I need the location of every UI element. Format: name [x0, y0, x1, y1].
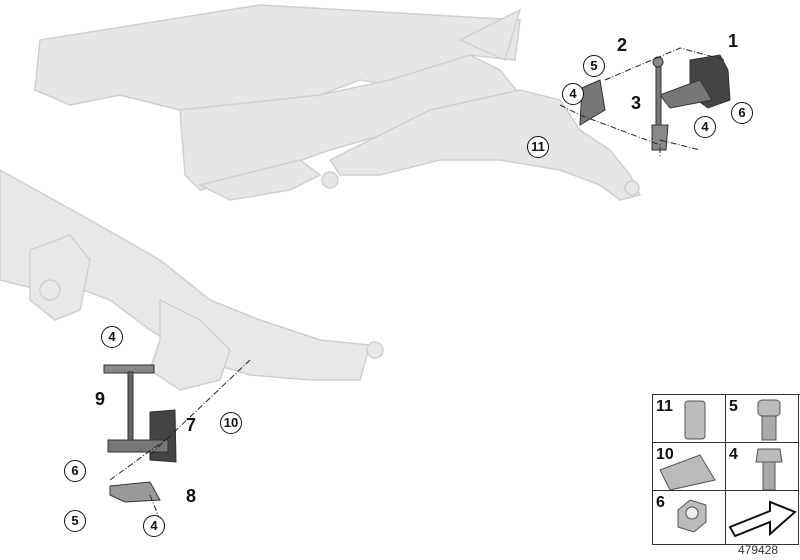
- legend-cell-hex-flange-bolt: 4: [726, 443, 799, 491]
- legend-cell-socket-head-screw: 5: [726, 395, 799, 443]
- callout-1: 1: [728, 31, 739, 51]
- callout-4-circled: 4: [101, 326, 123, 348]
- callout-11-circled: 11: [527, 136, 549, 158]
- callout-10-circled: 10: [220, 412, 242, 434]
- legend-cell-direction-arrow: [726, 491, 799, 545]
- legend-cell-rivet-nut: 11: [653, 395, 726, 443]
- callout-2: 2: [617, 35, 628, 55]
- callout-7: 7: [186, 415, 197, 435]
- parts-legend: 11 5 10 4 6: [652, 394, 800, 545]
- callout-8: 8: [186, 486, 197, 506]
- callout-9: 9: [95, 389, 106, 409]
- callout-6-circled: 6: [731, 102, 753, 124]
- callout-4-circled: 4: [143, 515, 165, 537]
- legend-cell-hex-nut: 6: [653, 491, 726, 545]
- document-number: 479428: [738, 543, 779, 557]
- callout-6-circled: 6: [64, 460, 86, 482]
- callout-4-circled: 4: [562, 83, 584, 105]
- legend-cell-clip-nut: 10: [653, 443, 726, 491]
- callout-3: 3: [631, 93, 642, 113]
- callout-5-circled: 5: [64, 510, 86, 532]
- callout-4-circled: 4: [694, 116, 716, 138]
- callout-5-circled: 5: [583, 55, 605, 77]
